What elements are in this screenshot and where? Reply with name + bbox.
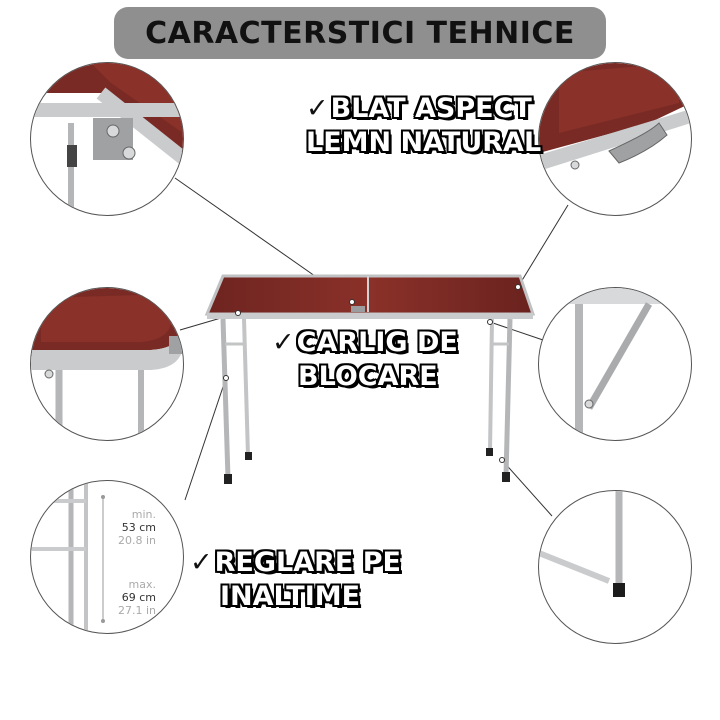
connector-bottom-right: [501, 459, 553, 517]
max-in: 27.1 in: [117, 604, 156, 617]
table-top: [204, 274, 536, 316]
front-rail: [207, 313, 533, 319]
max-label: max.: [128, 578, 156, 591]
title-banner: CARACTERSTICI TEHNICE: [114, 7, 606, 59]
left-foot-back: [245, 452, 252, 460]
feature-locking-hook-line-2: BLOCARE: [298, 361, 438, 392]
left-leg-front: [220, 318, 231, 479]
marker-hook: [349, 299, 355, 305]
height-measure-max: max. 69 cm 27.1 in: [112, 578, 156, 617]
marker-left-leg: [223, 375, 229, 381]
min-in: 20.8 in: [117, 534, 156, 547]
feature-height-adjust: ✓REGLARE PE INALTIME: [190, 546, 401, 614]
connector-top-right: [517, 204, 569, 288]
detail-circle-tabletop: [538, 62, 692, 216]
feature-height-adjust-line-1: ✓REGLARE PE: [190, 547, 401, 578]
check-icon: ✓: [272, 327, 295, 358]
right-foot-back: [486, 448, 493, 456]
detail-circle-hinge: [30, 62, 184, 216]
min-label: min.: [131, 508, 156, 521]
check-icon: ✓: [190, 547, 213, 578]
feature-locking-hook-line-1: ✓CARLIG DE: [272, 327, 458, 358]
feature-wood-top: ✓BLAT ASPECT LEMN NATURAL: [306, 92, 541, 160]
right-leg-front: [503, 318, 513, 477]
min-cm: 53 cm: [121, 521, 156, 534]
left-leg-back: [242, 318, 250, 457]
right-leg-back: [488, 318, 494, 453]
detail-circle-brace: [538, 287, 692, 441]
locking-hook: [351, 306, 365, 312]
connector-mid-right: [489, 321, 544, 341]
height-measure-min: min. 53 cm 20.8 in: [112, 508, 156, 547]
detail-circle-foot: [538, 490, 692, 644]
max-cm: 69 cm: [121, 591, 156, 604]
feature-wood-top-line-2: LEMN NATURAL: [306, 127, 542, 158]
check-icon: ✓: [306, 93, 329, 124]
marker-left: [235, 310, 241, 316]
page-title: CARACTERSTICI TEHNICE: [145, 15, 575, 51]
left-foot-front: [224, 474, 232, 484]
feature-locking-hook: ✓CARLIG DE BLOCARE: [272, 326, 458, 394]
feature-height-adjust-line-2: INALTIME: [220, 581, 361, 612]
detail-circle-edge: [30, 287, 184, 441]
marker-right-leg: [499, 457, 505, 463]
marker-right: [487, 319, 493, 325]
right-foot-front: [502, 472, 510, 482]
feature-wood-top-line-1: ✓BLAT ASPECT: [306, 93, 532, 124]
connector-bottom-left: [184, 377, 227, 501]
detail-circle-height: [30, 480, 184, 634]
marker-top-right: [515, 284, 521, 290]
